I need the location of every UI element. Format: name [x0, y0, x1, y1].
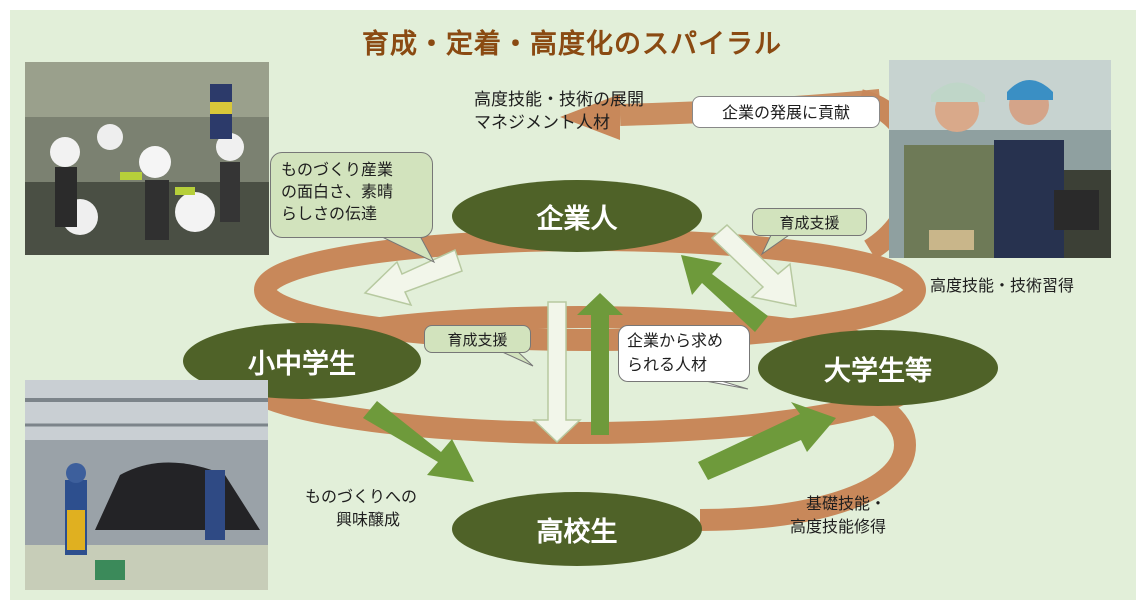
contribute-label: 企業の発展に貢献: [721, 102, 850, 122]
callout-required: 企業から求め られる人材: [618, 325, 750, 382]
caption-interest-line1: ものづくりへの: [305, 487, 418, 506]
node-high-school: 高校生: [452, 492, 702, 566]
callout-monozukuri: ものづくり産業 の面白さ、素晴 らしさの伝達: [270, 152, 433, 238]
monozukuri-line2: の面白さ、素晴: [281, 182, 394, 201]
required-line2: られる人材: [627, 355, 708, 374]
diagram-title: 育成・定着・高度化のスパイラル: [362, 29, 782, 60]
support-center-label: 育成支援: [447, 330, 508, 349]
photo-assembly-graphic: [25, 380, 268, 590]
node-university: 大学生等: [758, 330, 998, 406]
top-text-line1: 高度技能・技術の展開: [474, 90, 644, 110]
monozukuri-line3: らしさの伝達: [281, 204, 378, 223]
callout-support-center: 育成支援: [424, 325, 531, 353]
top-text-line2: マネジメント人材: [474, 113, 610, 133]
arrow-company-to-highschool: [532, 301, 582, 444]
caption-basic-line1: 基礎技能・: [806, 494, 887, 513]
callout-contribute: 企業の発展に貢献: [692, 96, 880, 128]
arrow-elementary-to-highschool: [363, 401, 474, 482]
photo-car-assembly: [25, 380, 268, 590]
callout-support-right: 育成支援: [752, 208, 867, 236]
required-line1: 企業から求め: [627, 331, 724, 350]
spiral-bottom-arc: [699, 385, 917, 531]
arrow-company-to-university: [710, 223, 797, 307]
caption-basic-line2: 高度技能修得: [790, 517, 887, 536]
spiral-top-arrowhead: [560, 94, 620, 140]
support-right-label: 育成支援: [779, 213, 840, 232]
photo-workers-graphic: [889, 60, 1111, 258]
node-company: 企業人: [452, 180, 702, 252]
arrow-highschool-to-university: [698, 402, 836, 480]
photo-workers-machine: [889, 60, 1111, 258]
photo-students-factory-visit: [25, 62, 269, 255]
photo-students-graphic: [25, 62, 269, 255]
caption-advanced-skill: 高度技能・技術習得: [930, 276, 1075, 295]
monozukuri-line1: ものづくり産業: [281, 160, 394, 179]
caption-interest-line2: 興味醸成: [336, 510, 401, 529]
arrow-university-to-company: [681, 255, 768, 332]
arrow-company-to-elementary: [363, 248, 463, 307]
arrow-highschool-to-company: [577, 293, 623, 435]
